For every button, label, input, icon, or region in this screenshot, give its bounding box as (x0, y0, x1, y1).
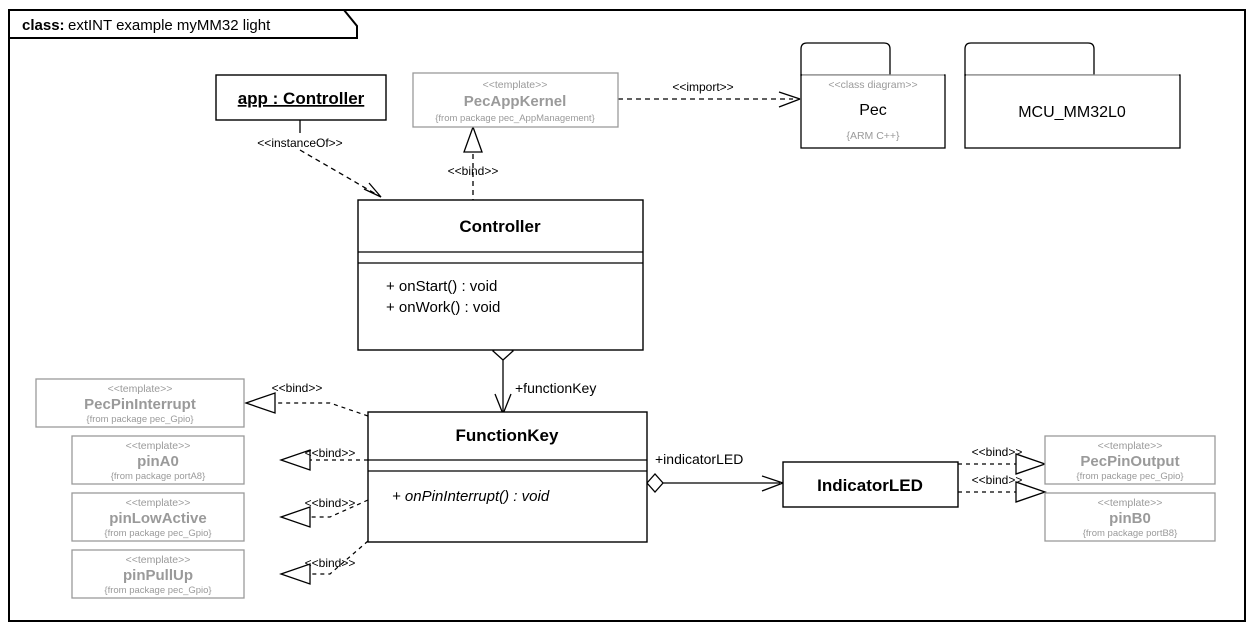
edge-bind-pin-b0: <<bind>> (958, 473, 1047, 503)
class-name-app-instance: app : Controller (238, 89, 365, 108)
template-stereotype: <<template>> (108, 383, 173, 395)
template-stereotype: <<template>> (483, 79, 548, 91)
class-box-app-instance[interactable]: app : Controller (215, 74, 387, 121)
edge-instance-of-label: <<instanceOf>> (257, 136, 342, 150)
class-operation: + onWork() : void (386, 299, 500, 316)
class-name-controller: Controller (459, 217, 541, 236)
template-stereotype: <<template>> (126, 497, 191, 509)
template-box-pin-b0[interactable]: <<template>> pinB0 {from package portB8} (1044, 492, 1216, 542)
edge-bind-pin-interrupt-label: <<bind>> (272, 381, 323, 395)
template-from-package: {from package portB8} (1083, 528, 1178, 539)
template-stereotype: <<template>> (1098, 440, 1163, 452)
diagram-frame: class: extINT example myMM32 light (8, 9, 1246, 622)
template-box-pin-low-active[interactable]: <<template>> pinLowActive {from package … (71, 492, 245, 542)
edge-bind-pin-interrupt: <<bind>> (244, 381, 369, 417)
template-from-package: {from package pec_Gpio} (104, 585, 211, 596)
package-box-pec[interactable]: <<class diagram>> Pec {ARM C++} (800, 42, 946, 149)
edge-bind-pin-low-active: <<bind>> (279, 496, 369, 528)
class-operation: + onPinInterrupt() : void (392, 488, 550, 505)
package-stereotype-pec: <<class diagram>> (828, 79, 917, 91)
class-operation: + onStart() : void (386, 278, 497, 295)
edge-import: <<import>> (618, 80, 801, 108)
template-box-pin-a0[interactable]: <<template>> pinA0 {from package portA8} (71, 435, 245, 485)
template-name-pin-a0: pinA0 (137, 453, 179, 470)
template-name-pec-app-kernel: PecAppKernel (464, 93, 567, 110)
package-box-mcu[interactable]: MCU_MM32L0 (964, 42, 1181, 149)
package-name-pec: Pec (859, 102, 887, 119)
edge-bind-kernel-label: <<bind>> (448, 164, 499, 178)
class-box-function-key[interactable]: FunctionKey + onPinInterrupt() : void (367, 411, 648, 543)
template-name-pec-pin-interrupt: PecPinInterrupt (84, 396, 196, 413)
template-name-pin-b0: pinB0 (1109, 510, 1151, 527)
edge-instance-of: <<instanceOf>> (257, 120, 382, 198)
edge-bind-pin-a0: <<bind>> (279, 446, 368, 471)
frame-tab-title: extINT example myMM32 light (68, 17, 271, 34)
edge-import-label: <<import>> (672, 80, 733, 94)
frame-title-tab (8, 9, 358, 39)
template-from-package: {from package pec_AppManagement} (435, 113, 595, 124)
template-box-pec-pin-interrupt[interactable]: <<template>> PecPinInterrupt {from packa… (35, 378, 245, 428)
template-from-package: {from package portA8} (111, 471, 206, 482)
edge-indicator-led-label: +indicatorLED (655, 451, 743, 467)
edge-bind-pin-output: <<bind>> (958, 445, 1047, 475)
edge-bind-pin-output-label: <<bind>> (972, 445, 1023, 459)
template-from-package: {from package pec_Gpio} (86, 414, 193, 425)
package-note-pec: {ARM C++} (846, 130, 900, 142)
class-name-indicator-led: IndicatorLED (817, 476, 923, 495)
class-box-controller[interactable]: Controller + onStart() : void + onWork()… (357, 199, 644, 351)
edge-bind-pin-a0-label: <<bind>> (305, 446, 356, 460)
template-from-package: {from package pec_Gpio} (104, 528, 211, 539)
edge-function-key-label: +functionKey (515, 380, 596, 396)
template-name-pec-pin-output: PecPinOutput (1080, 453, 1179, 470)
class-box-indicator-led[interactable]: IndicatorLED (782, 461, 959, 508)
template-stereotype: <<template>> (1098, 497, 1163, 509)
template-box-pin-pull-up[interactable]: <<template>> pinPullUp {from package pec… (71, 549, 245, 599)
edge-bind-kernel: <<bind>> (448, 125, 499, 204)
class-name-function-key: FunctionKey (456, 426, 559, 445)
edge-bind-pin-pull-up: <<bind>> (279, 540, 369, 585)
template-stereotype: <<template>> (126, 554, 191, 566)
package-name-mcu: MCU_MM32L0 (1018, 104, 1126, 121)
frame-tab-prefix: class: (22, 17, 65, 34)
template-box-pec-pin-output[interactable]: <<template>> PecPinOutput {from package … (1044, 435, 1216, 485)
edge-function-key: +functionKey (492, 341, 596, 415)
edge-indicator-led: +indicatorLED (646, 451, 784, 493)
edge-bind-pin-low-active-label: <<bind>> (305, 496, 356, 510)
edge-bind-pin-pull-up-label: <<bind>> (305, 556, 356, 570)
template-name-pin-low-active: pinLowActive (109, 510, 207, 527)
template-name-pin-pull-up: pinPullUp (123, 567, 193, 584)
template-box-pec-app-kernel[interactable]: <<template>> PecAppKernel {from package … (412, 72, 619, 128)
template-stereotype: <<template>> (126, 440, 191, 452)
edge-bind-pin-b0-label: <<bind>> (972, 473, 1023, 487)
template-from-package: {from package pec_Gpio} (1076, 471, 1183, 482)
